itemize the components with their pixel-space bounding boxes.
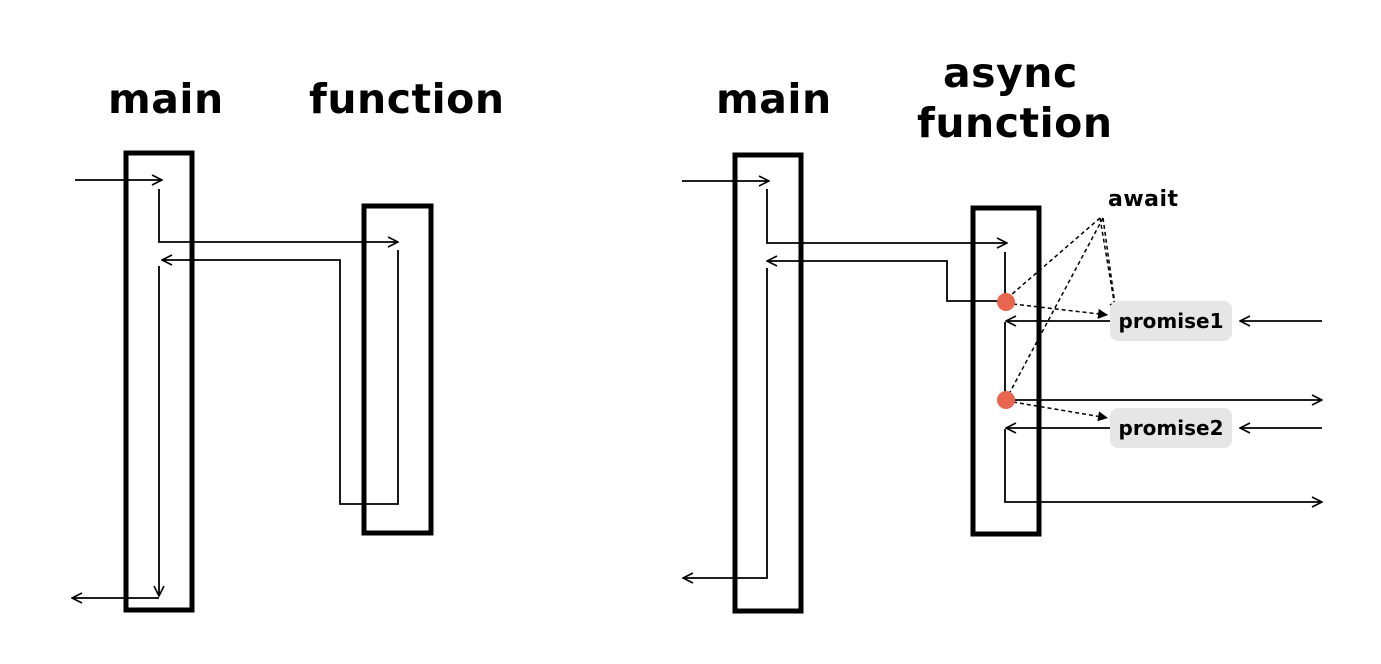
left-main-bar: [123, 150, 195, 613]
left-function-label: function: [309, 75, 505, 123]
right-flow: [682, 181, 1322, 578]
left-flow: [72, 180, 398, 598]
right-return-to-main: [767, 261, 1005, 302]
promise1-badge: promise1: [1110, 301, 1232, 341]
right-async-function-bar: [970, 205, 1042, 537]
right-function-label: function: [917, 99, 1113, 147]
right-main-exit: [683, 268, 768, 578]
right-async-label: async: [943, 49, 1078, 97]
promise2-badge: promise2: [1110, 408, 1232, 448]
await-pointer-1: [1010, 217, 1101, 296]
left-function-bar: [361, 203, 434, 536]
await-dot-1: [997, 293, 1015, 311]
right-main-label: main: [716, 75, 832, 123]
await-to-promise2: [1102, 217, 1117, 313]
await-to-promise1: [1099, 217, 1120, 314]
left-function-body: [162, 250, 399, 505]
dot2-to-promise2: [1012, 401, 1109, 422]
left-call-arrow: [158, 189, 398, 242]
await-label: await: [1108, 187, 1179, 212]
right-call-arrow: [766, 189, 1007, 243]
await-pointer-2: [1008, 217, 1104, 395]
dot1-to-promise1: [1012, 303, 1109, 319]
right-main-bar: [732, 152, 804, 614]
left-main-label: main: [108, 75, 224, 123]
await-dot-2: [997, 391, 1015, 409]
await-pointers: [1008, 217, 1120, 422]
right-function-end: [1004, 429, 1322, 502]
